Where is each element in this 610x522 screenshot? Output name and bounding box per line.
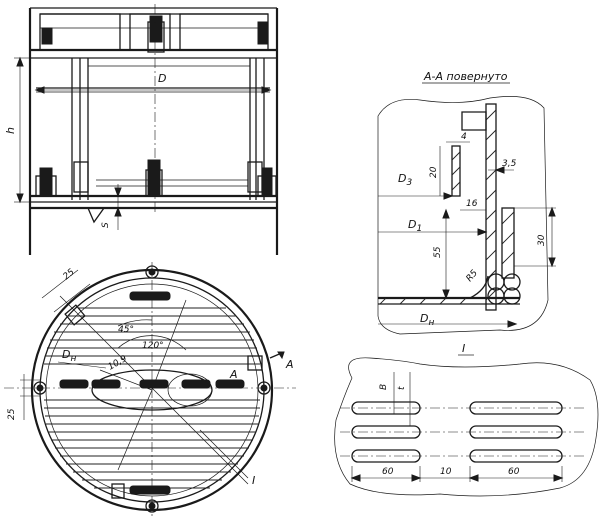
detail-dim-10: 10 <box>440 467 452 477</box>
section-dim-D1: D1 <box>408 218 422 234</box>
detail-I-title: I <box>462 342 465 355</box>
top-view-dim-S: S <box>101 222 111 228</box>
detail-dim-t: t <box>397 386 407 390</box>
plan-dim-Dn: Dн <box>62 348 76 364</box>
plan-angle-120: 120° <box>142 341 164 351</box>
plan-section-mark-A-right: A <box>285 358 294 371</box>
detail-I-view: I B t 60 10 60 <box>334 342 599 497</box>
plan-view: 45° 120° Dн 10,9 25 25 A A I <box>4 262 296 516</box>
plan-dim-109: 10,9 <box>107 354 130 373</box>
plan-dim-25-top: 25 <box>62 267 77 282</box>
plan-callout-I: I <box>252 474 255 487</box>
top-view-dim-h: h <box>4 127 17 134</box>
section-dim-4: 4 <box>461 132 467 142</box>
top-view-dim-D: D <box>158 72 166 85</box>
section-dim-16: 16 <box>466 199 478 209</box>
section-dim-Dh: Dн <box>420 312 434 328</box>
plan-dim-25-left: 25 <box>7 408 17 420</box>
top-elevation-view: D S h <box>4 4 279 255</box>
detail-dim-60-left: 60 <box>382 467 394 477</box>
section-dim-3-5: 3,5 <box>502 159 517 169</box>
plan-section-mark-A-mid: A <box>229 368 238 381</box>
detail-dim-B: B <box>379 384 389 390</box>
section-dim-30: 30 <box>537 234 547 246</box>
section-dim-D3: D3 <box>398 172 412 188</box>
section-dim-20: 20 <box>429 166 439 178</box>
plan-angle-45: 45° <box>118 325 134 335</box>
section-dim-R5: R5 <box>465 268 481 284</box>
detail-dim-60-right: 60 <box>508 467 520 477</box>
section-AA-view: А-А повернуто <box>377 70 556 335</box>
section-dim-55: 55 <box>433 246 443 258</box>
section-AA-title: А-А повернуто <box>423 70 508 83</box>
